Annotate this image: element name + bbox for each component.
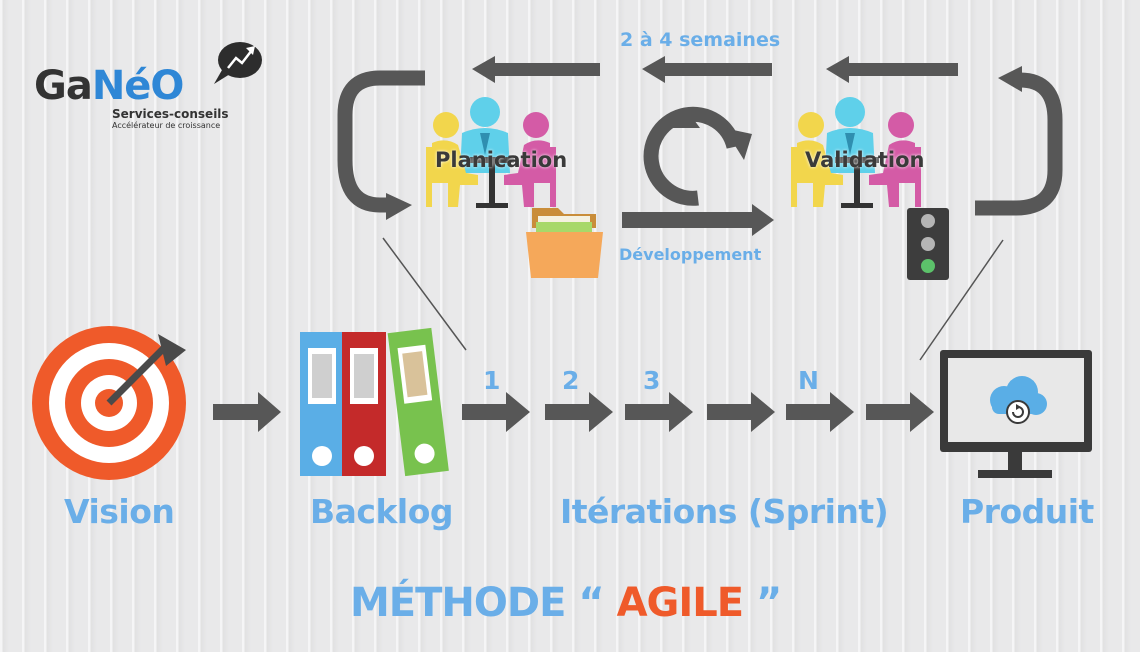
quote-open: “ [578, 580, 604, 626]
connector-line-left [382, 237, 467, 351]
right-loop-arrow-head [998, 66, 1022, 92]
logo: GaNéO [34, 63, 185, 109]
folder-icon [526, 208, 603, 278]
backlog-binders-icon [300, 327, 449, 477]
development-arrow [622, 204, 774, 236]
left-loop-arrow [337, 70, 425, 213]
method-title: MÉTHODE “ AGILE ” [350, 580, 782, 626]
product-label: Produit [960, 492, 1094, 531]
connector-line-right [919, 239, 1004, 361]
iteration-number: 3 [643, 366, 661, 395]
left-loop-arrow-head [386, 193, 412, 220]
validation-label: Validation [805, 148, 925, 172]
logo-tagline: Services-conseils [112, 107, 229, 121]
method-word: MÉTHODE [350, 580, 566, 626]
quote-close: ” [756, 580, 782, 626]
logo-brand-prefix: Ga [34, 63, 93, 109]
flow-arrows [213, 392, 934, 432]
development-cycle-icon [643, 106, 752, 206]
iterations-label: Itérations (Sprint) [560, 492, 889, 531]
agile-word: AGILE [616, 580, 744, 626]
logo-brand-suffix: NéO [91, 63, 185, 109]
monitor-icon [940, 350, 1092, 478]
logo-bubble-icon [214, 42, 262, 84]
development-label: Développement [619, 245, 762, 264]
backlog-label: Backlog [310, 492, 454, 531]
target-icon [32, 326, 186, 480]
iteration-number: 1 [483, 366, 501, 395]
return-arrows [472, 56, 958, 83]
iteration-number: N [798, 366, 819, 395]
iteration-number: 2 [562, 366, 580, 395]
planning-label: Planication [435, 148, 568, 172]
vision-label: Vision [64, 492, 175, 531]
right-loop-arrow [975, 72, 1063, 216]
cycle-duration-label: 2 à 4 semaines [620, 29, 781, 51]
logo-subline: Accélérateur de croissance [112, 121, 221, 130]
traffic-light-icon [907, 208, 949, 280]
